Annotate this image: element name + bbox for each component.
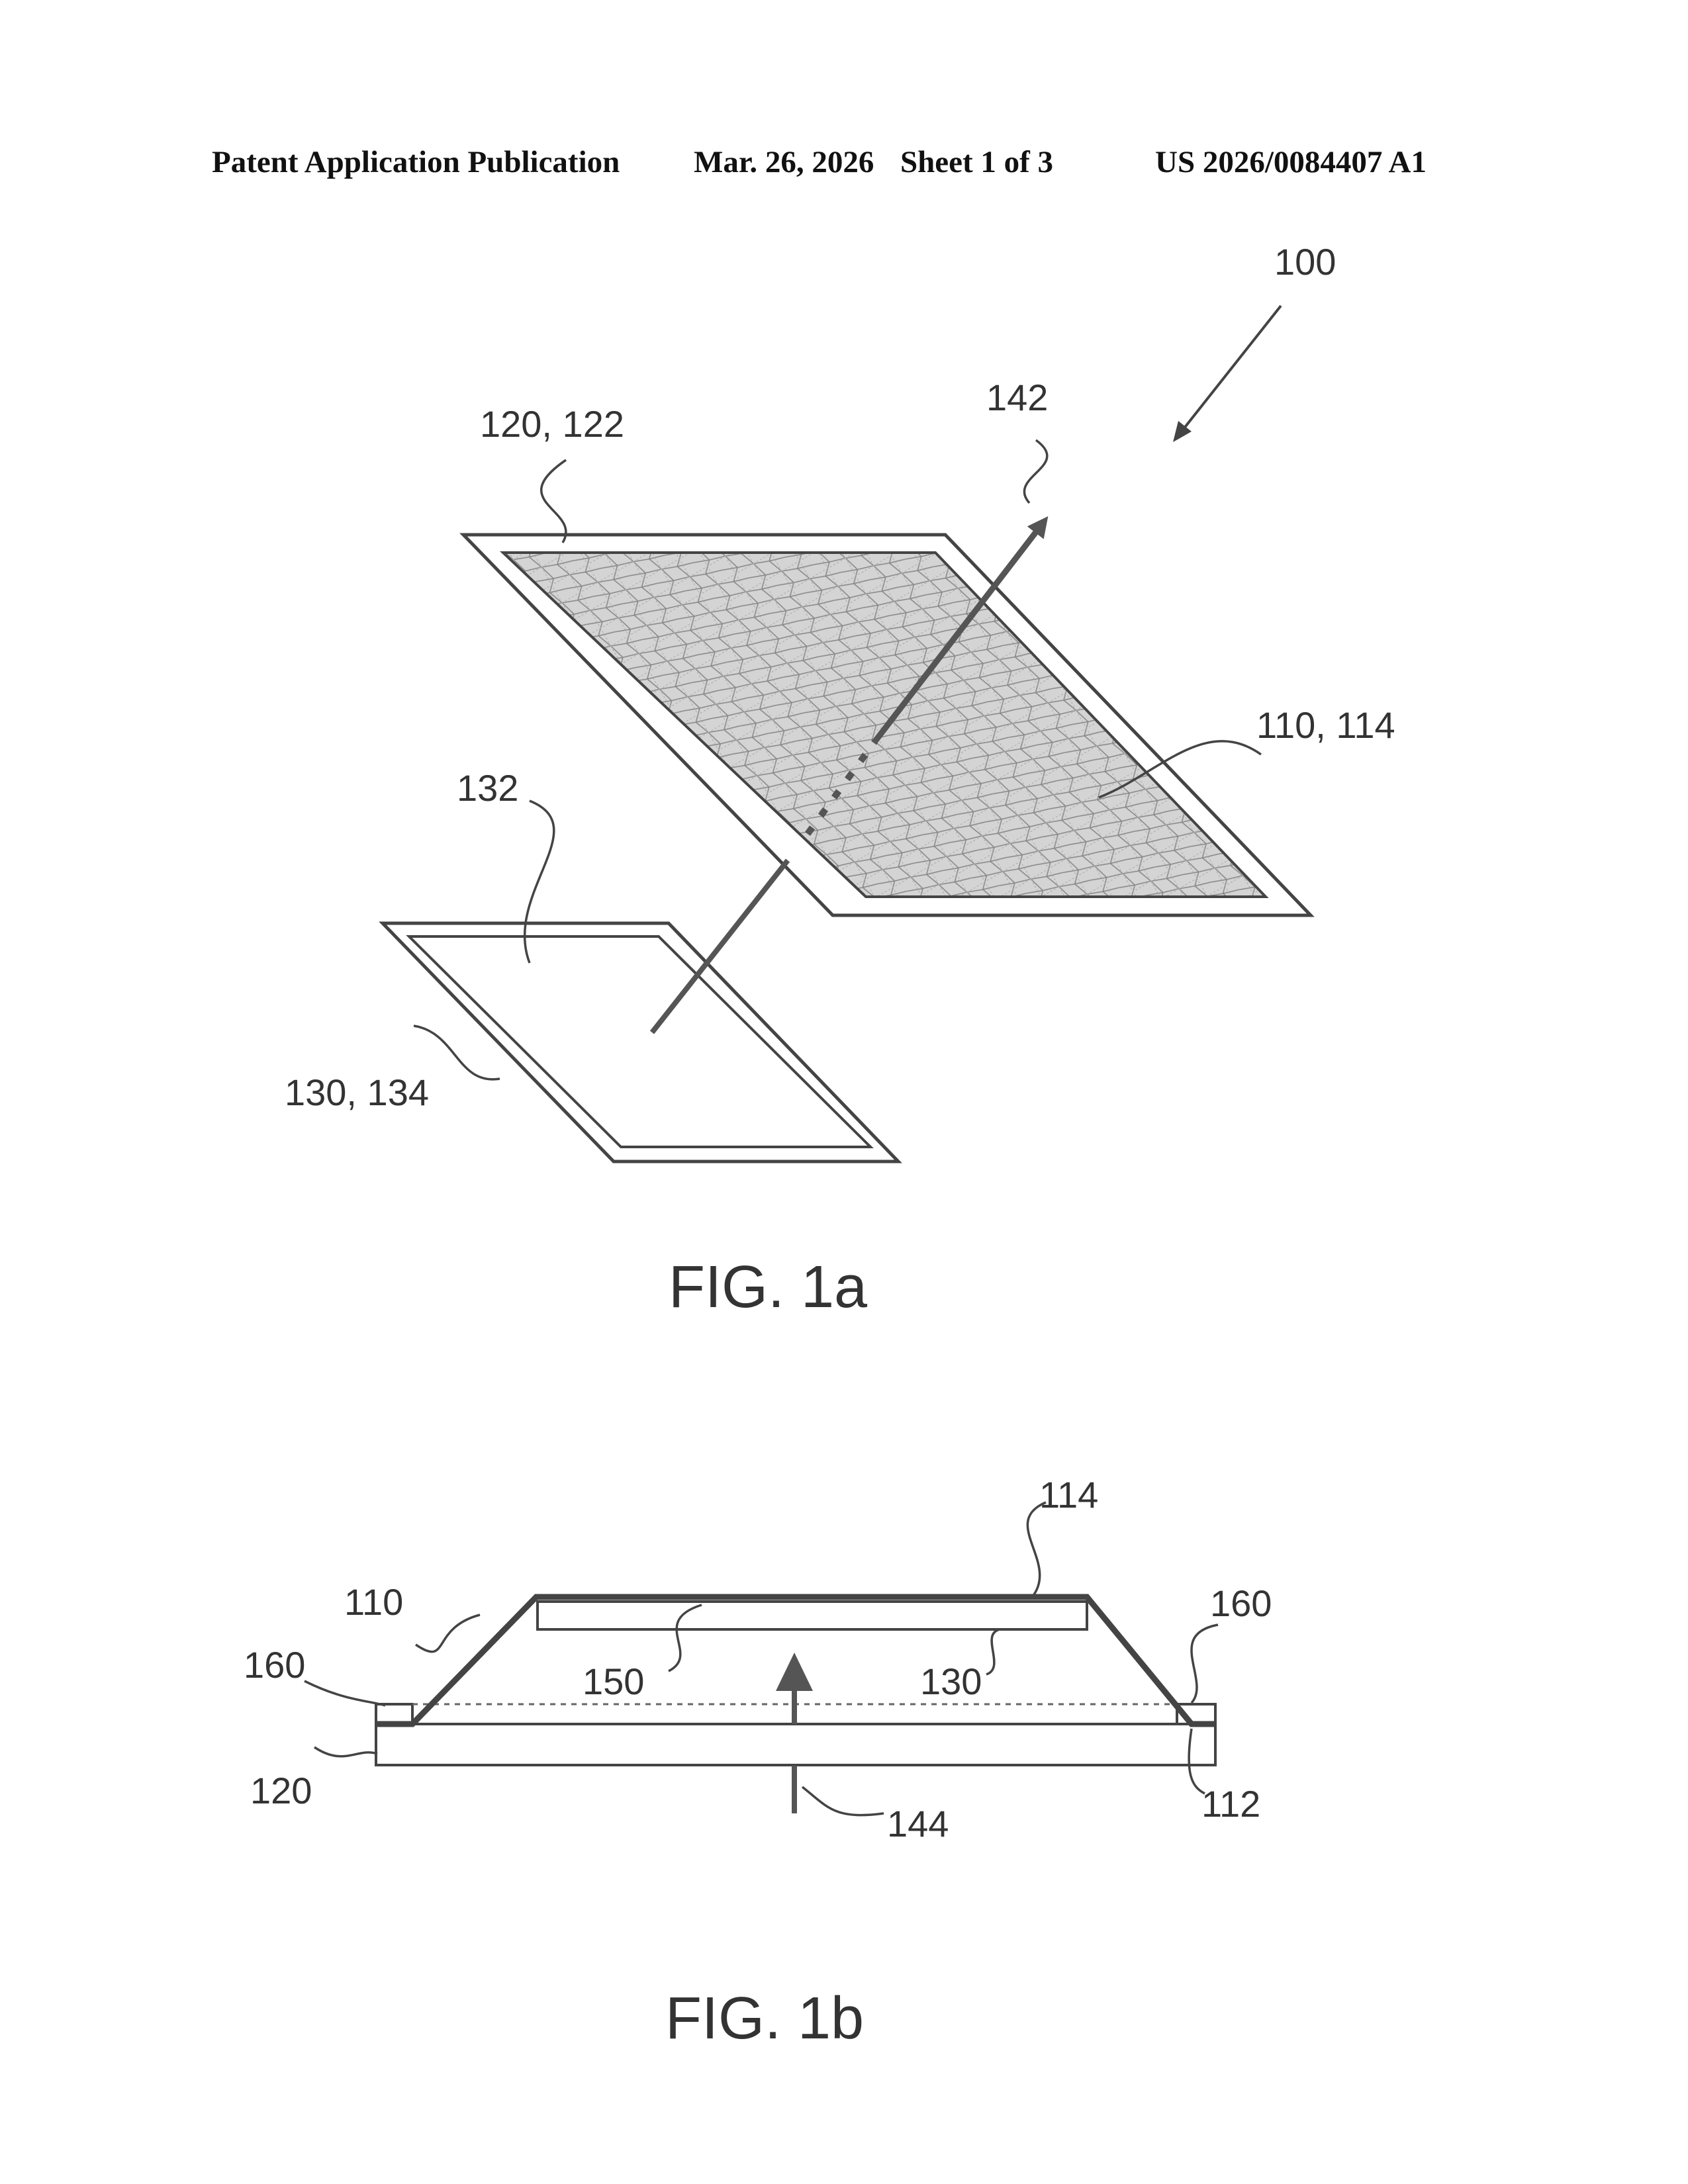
label-110: 110 bbox=[344, 1581, 403, 1623]
label-160-left: 160 bbox=[244, 1644, 305, 1686]
label-114: 114 bbox=[1039, 1474, 1098, 1516]
leader-114 bbox=[1027, 1502, 1046, 1596]
fig-1b: 114 110 160 160 150 130 120 144 112 FIG.… bbox=[244, 1474, 1272, 2052]
label-142: 142 bbox=[986, 377, 1048, 418]
leader-130 bbox=[986, 1629, 1000, 1674]
label-110-114: 110, 114 bbox=[1256, 704, 1395, 746]
label-112: 112 bbox=[1201, 1783, 1260, 1825]
label-100: 100 bbox=[1274, 241, 1336, 283]
bottom-frame-outer bbox=[383, 923, 898, 1161]
leader-120 bbox=[314, 1747, 377, 1756]
label-130-134: 130, 134 bbox=[285, 1071, 429, 1113]
leader-110 bbox=[416, 1615, 480, 1652]
leader-160-left bbox=[305, 1681, 385, 1706]
label-150: 150 bbox=[583, 1661, 644, 1702]
device-pointer-arrow bbox=[1184, 306, 1281, 429]
label-130: 130 bbox=[920, 1661, 982, 1702]
caption-fig-1a: FIG. 1a bbox=[669, 1254, 868, 1320]
leader-144 bbox=[802, 1787, 884, 1815]
label-144: 144 bbox=[887, 1803, 949, 1844]
fig-1a: 100 142 120, 122 110, 114 132 130, 134 F… bbox=[285, 241, 1395, 1320]
inner-plate-130 bbox=[538, 1602, 1087, 1629]
leader-120-122 bbox=[541, 460, 566, 543]
substrate-120 bbox=[376, 1724, 1215, 1765]
label-132: 132 bbox=[457, 767, 518, 809]
beam-arrowhead bbox=[776, 1653, 813, 1691]
label-120: 120 bbox=[250, 1770, 312, 1811]
label-160-right: 160 bbox=[1210, 1582, 1272, 1624]
caption-fig-1b: FIG. 1b bbox=[665, 1985, 864, 2052]
leader-160-right bbox=[1192, 1625, 1218, 1703]
label-120-122: 120, 122 bbox=[480, 403, 624, 445]
leader-142 bbox=[1024, 440, 1047, 503]
